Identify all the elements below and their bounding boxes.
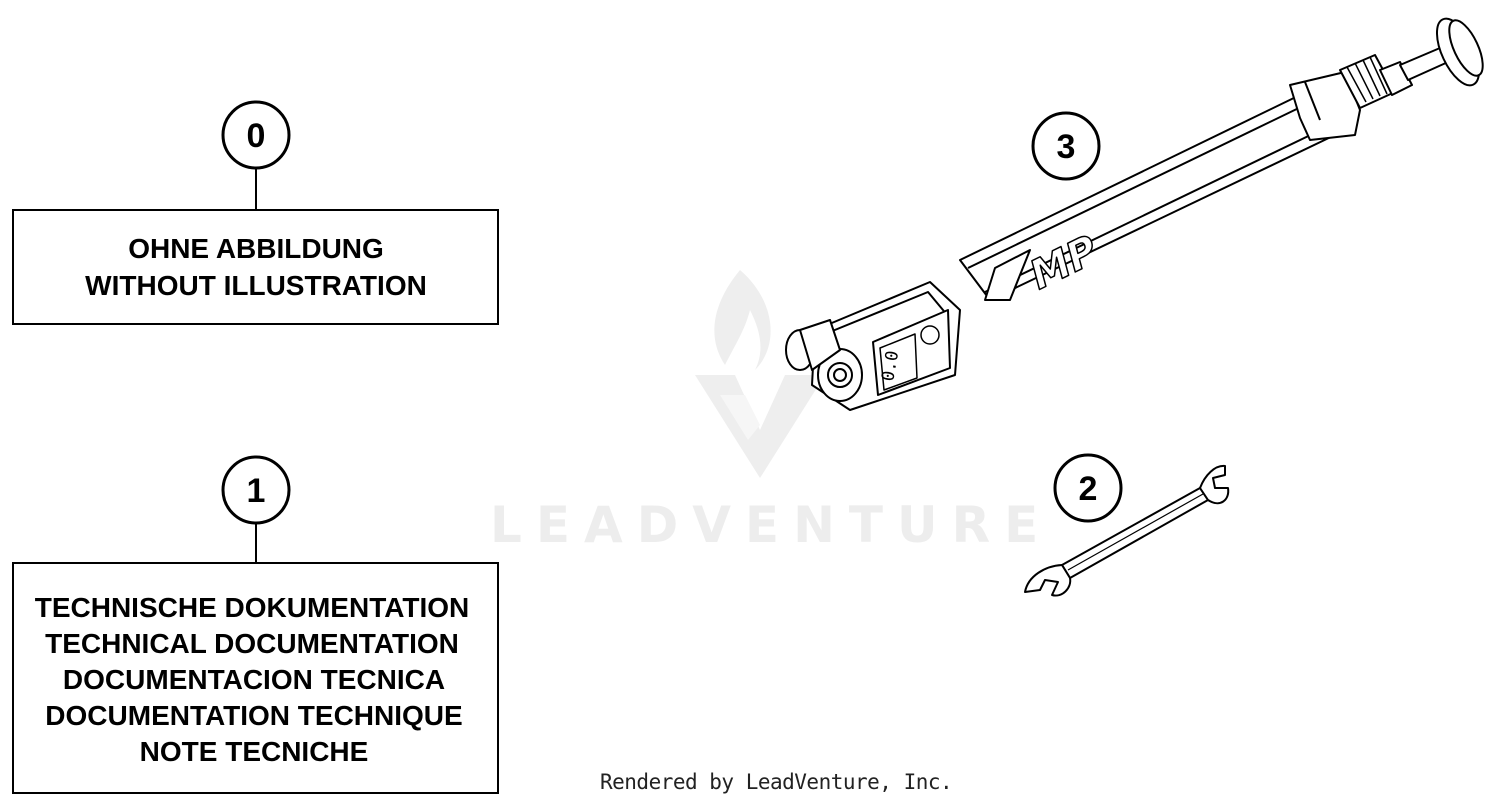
watermark-logo: [695, 270, 825, 478]
rendered-by-footer: Rendered by LeadVenture, Inc.: [600, 770, 953, 794]
box-0-line-2: WITHOUT ILLUSTRATION: [85, 270, 427, 301]
callout-3-label: 3: [1057, 128, 1076, 166]
box-0-line-1: OHNE ABBILDUNG: [128, 233, 384, 264]
box-1-line-5: NOTE TECNICHE: [140, 736, 369, 767]
box-1-line-4: DOCUMENTATION TECHNIQUE: [45, 700, 462, 731]
box-1-line-2: TECHNICAL DOCUMENTATION: [45, 628, 459, 659]
box-1-line-3: DOCUMENTACION TECNICA: [63, 664, 445, 695]
callout-1-label: 1: [247, 472, 266, 510]
without-illustration-box: OHNE ABBILDUNG WITHOUT ILLUSTRATION: [12, 209, 499, 325]
technical-documentation-box: TECHNISCHE DOKUMENTATION TECHNICAL DOCUM…: [12, 562, 499, 794]
callout-0-label: 0: [247, 117, 266, 155]
callout-2-label: 2: [1079, 470, 1098, 508]
callout-2[interactable]: 2: [1053, 453, 1123, 523]
box-1-line-1: TECHNISCHE DOKUMENTATION: [35, 592, 470, 623]
callout-1[interactable]: 1: [221, 455, 291, 525]
watermark-text: LEADVENTURE: [490, 496, 1052, 554]
shock-pump-illustration[interactable]: MP 0.0: [785, 13, 1490, 411]
wrench-illustration[interactable]: [1024, 464, 1230, 597]
callout-3[interactable]: 3: [1031, 111, 1101, 181]
callout-0[interactable]: 0: [221, 100, 291, 170]
leadventure-watermark: LEADVENTURE: [490, 270, 1052, 554]
